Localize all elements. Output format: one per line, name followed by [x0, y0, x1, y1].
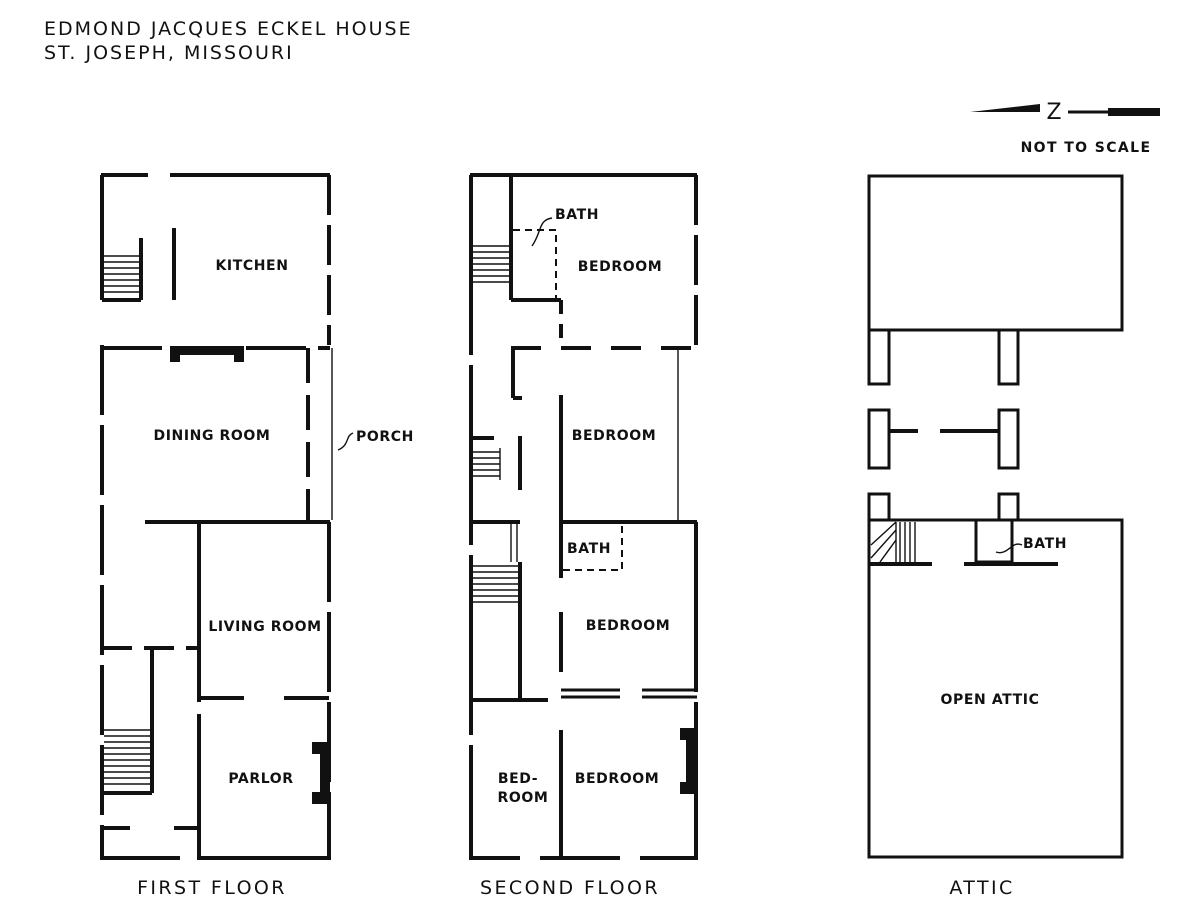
second-floor-bedroom-1-label: BEDROOM [578, 259, 663, 275]
second-floor-bath-label-mid: BATH [567, 541, 611, 557]
second-floor-bed-room-label-line-2: ROOM [498, 790, 549, 806]
second-floor-plan [469, 173, 698, 860]
title-line-2: ST. JOSEPH, MISSOURI [44, 42, 294, 64]
first-floor-living-room-label: LIVING ROOM [208, 619, 321, 635]
attic-bath-leader-line [995, 543, 1023, 554]
attic-plan [867, 174, 1124, 859]
second-floor-bedroom-4-label: BEDROOM [575, 771, 660, 787]
second-floor-bath-leader-line [531, 217, 553, 247]
second-floor-bath-label-top: BATH [555, 207, 599, 223]
second-floor-label: SECOND FLOOR [480, 877, 660, 899]
attic-label: ATTIC [949, 877, 1014, 899]
scale-note: NOT TO SCALE [1021, 140, 1152, 156]
second-floor-bedroom-2-label: BEDROOM [572, 428, 657, 444]
title-line-1: EDMOND JACQUES ECKEL HOUSE [44, 18, 413, 40]
first-floor-plan [100, 173, 333, 860]
attic-bath-label: BATH [1023, 536, 1067, 552]
north-arrow: Z [970, 100, 1160, 125]
second-floor-bed-room-label-line-1: BED- [498, 771, 538, 787]
porch-leader-line [337, 432, 354, 451]
north-arrow-letter: Z [1046, 100, 1061, 125]
first-floor-parlor-label: PARLOR [228, 771, 293, 787]
first-floor-dining-room-label: DINING ROOM [154, 428, 271, 444]
first-floor-porch-label: PORCH [356, 429, 414, 445]
second-floor-bedroom-3-label: BEDROOM [586, 618, 671, 634]
attic-open-attic-label: OPEN ATTIC [941, 692, 1040, 708]
drawing-title: EDMOND JACQUES ECKEL HOUSE ST. JOSEPH, M… [44, 17, 413, 65]
first-floor-kitchen-label: KITCHEN [215, 258, 288, 274]
first-floor-label: FIRST FLOOR [137, 877, 287, 899]
